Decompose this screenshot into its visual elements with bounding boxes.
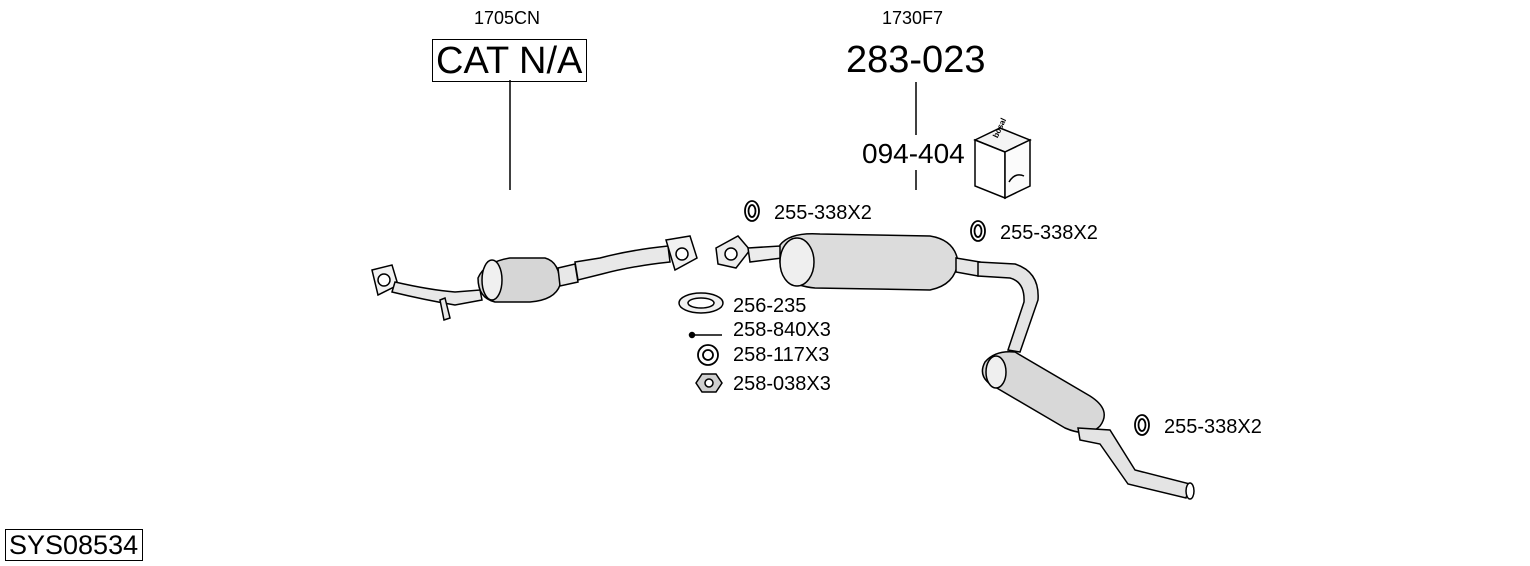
- spring-label[interactable]: 258-117X3: [733, 344, 830, 366]
- catalyst-ref: 1705CN: [474, 8, 541, 28]
- rear-silencer[interactable]: [977, 261, 1195, 500]
- gasket-rear-label[interactable]: 255-338X2: [1164, 416, 1262, 438]
- spring-icon: [697, 344, 719, 366]
- flange-gasket-icon: [678, 292, 724, 314]
- catalyst-assembly[interactable]: [371, 235, 698, 321]
- silencer-ref: 1730F7: [882, 8, 944, 28]
- nut-icon: [695, 373, 723, 393]
- flange-gasket-label[interactable]: 256-235: [733, 295, 807, 317]
- mounting-kit-box-icon: [973, 127, 1032, 200]
- mounting-kit-number[interactable]: 094-404: [862, 138, 965, 169]
- bolt-icon: [688, 331, 722, 339]
- bolt-label[interactable]: 258-840X3: [733, 319, 831, 341]
- gasket-mid-label[interactable]: 255-338X2: [1000, 222, 1098, 244]
- gasket-mid-icon: [970, 220, 986, 242]
- gasket-front-icon: [744, 200, 760, 222]
- center-silencer[interactable]: [779, 232, 981, 291]
- gasket-front-label[interactable]: 255-338X2: [774, 202, 872, 224]
- nut-label[interactable]: 258-038X3: [733, 373, 831, 395]
- gasket-rear-icon: [1134, 414, 1150, 436]
- front-flange[interactable]: [715, 235, 783, 269]
- catalyst-part-number[interactable]: CAT N/A: [432, 39, 588, 82]
- silencer-part-number[interactable]: 283-023: [846, 39, 986, 81]
- system-id: SYS08534: [5, 529, 144, 561]
